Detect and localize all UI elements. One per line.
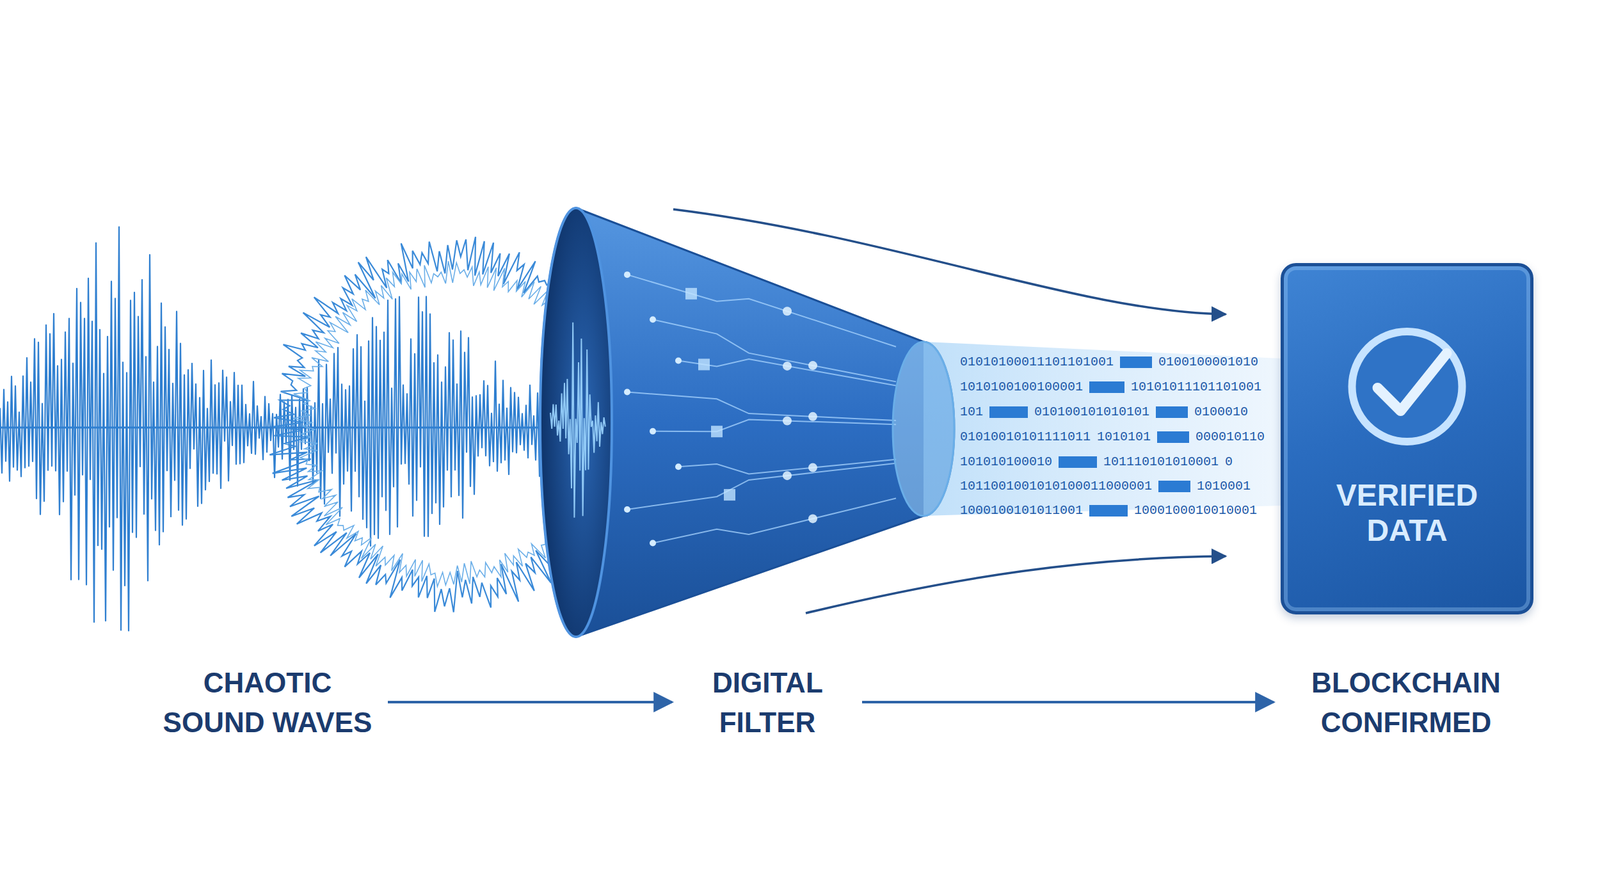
flow-arrow xyxy=(673,209,1226,315)
circuit-lines xyxy=(624,271,896,546)
circuit-trace xyxy=(652,319,896,382)
check-ring xyxy=(1352,331,1463,442)
circuit-glow xyxy=(808,463,818,473)
data-bar xyxy=(989,406,1028,418)
circuit-dot xyxy=(675,463,682,470)
circuit-chip xyxy=(685,288,697,300)
binary-text: 0100010 xyxy=(1194,405,1248,419)
circuit-trace xyxy=(627,274,896,347)
binary-text: 000010110 xyxy=(1195,430,1265,444)
data-bar xyxy=(1058,456,1097,468)
funnel-outlet xyxy=(892,341,955,516)
binary-row: 101 010100101010101 0100010 xyxy=(960,405,1248,419)
data-bar xyxy=(1089,504,1128,517)
circuit-glow xyxy=(782,416,792,426)
binary-text: 010100101010101 xyxy=(1034,405,1150,419)
mouth-wave xyxy=(550,322,606,518)
funnel-mouth xyxy=(540,208,612,637)
circuit-trace xyxy=(652,497,896,543)
binary-row: 1000100101011001 1000100010010001 xyxy=(960,504,1257,518)
flow-arrow xyxy=(805,556,1226,614)
binary-text: 01010100011101101001 xyxy=(960,355,1114,369)
check-mark xyxy=(1377,353,1448,411)
data-bar xyxy=(1157,431,1190,443)
circuit-dot xyxy=(624,389,631,396)
circuit-trace xyxy=(652,419,896,432)
circuit-chip xyxy=(711,425,723,438)
binary-text: 101110101010001 xyxy=(1103,455,1219,469)
binary-text: 01010010101111011 xyxy=(960,430,1091,444)
sound-wave xyxy=(0,227,564,632)
data-bar xyxy=(1120,356,1152,368)
circuit-dot xyxy=(624,506,631,513)
circuit-glow xyxy=(808,412,818,422)
data-bar xyxy=(1155,406,1188,418)
binary-text: 101 xyxy=(960,405,984,419)
binary-row: 1010100100100001 10101011101101001 xyxy=(960,380,1262,394)
circuit-glow xyxy=(782,471,792,480)
circuit-glow xyxy=(782,361,792,371)
step-arrow xyxy=(862,700,1274,704)
step-arrow xyxy=(387,700,672,704)
mouth-wave-trace xyxy=(550,322,606,518)
binary-text: 0100100001010 xyxy=(1158,355,1259,369)
binary-row: 01010100011101101001 0100100001010 xyxy=(960,355,1259,369)
circuit-glow xyxy=(808,360,818,370)
circuit-glow xyxy=(808,513,818,523)
binary-row: 1011001001010100011000001 1010001 xyxy=(960,480,1251,493)
binary-text: 1010001 xyxy=(1196,480,1251,493)
binary-row: 101010100010 101110101010001 0 xyxy=(960,455,1233,469)
circuit-dot xyxy=(624,271,631,278)
data-bar xyxy=(1089,381,1125,393)
step-label: CHAOTIC SOUND WAVES xyxy=(155,663,380,742)
binary-text: 1010101 xyxy=(1096,430,1151,444)
circuit-trace xyxy=(627,463,896,510)
circuit-dot xyxy=(649,316,656,323)
circuit-chip xyxy=(723,488,736,501)
check-icon xyxy=(1283,266,1531,472)
circuit-dot xyxy=(649,539,656,546)
binary-text: 101010100010 xyxy=(960,455,1053,469)
tablet-text-holder: VERIFIED DATA xyxy=(1283,477,1531,548)
circuit-glow xyxy=(782,306,792,316)
step-label: BLOCKCHAIN CONFIRMED xyxy=(1311,663,1501,742)
circuit-dot xyxy=(675,357,682,364)
binary-text: 0 xyxy=(1224,455,1233,469)
binary-text: 1010100100100001 xyxy=(960,380,1083,394)
binary-row: 01010010101111011 1010101 000010110 xyxy=(960,430,1265,444)
wave-trace xyxy=(0,227,563,632)
binary-text: 1000100101011001 xyxy=(960,504,1083,518)
binary-text: 1000100010010001 xyxy=(1134,504,1257,518)
data-beam xyxy=(923,341,1281,516)
status-text: VERIFIED DATA xyxy=(1336,477,1478,548)
circuit-trace xyxy=(627,392,896,422)
step-label: DIGITAL FILTER xyxy=(712,663,823,742)
circuit-dot xyxy=(649,428,656,435)
binary-text: 10101011101101001 xyxy=(1130,380,1262,394)
circuit-trace xyxy=(678,359,896,386)
verified-tablet: VERIFIED DATA xyxy=(1280,263,1534,615)
filter-funnel xyxy=(540,208,955,637)
data-bar xyxy=(1158,480,1191,493)
circuit-chip xyxy=(698,358,710,370)
binary-text: 1011001001010100011000001 xyxy=(960,480,1152,493)
